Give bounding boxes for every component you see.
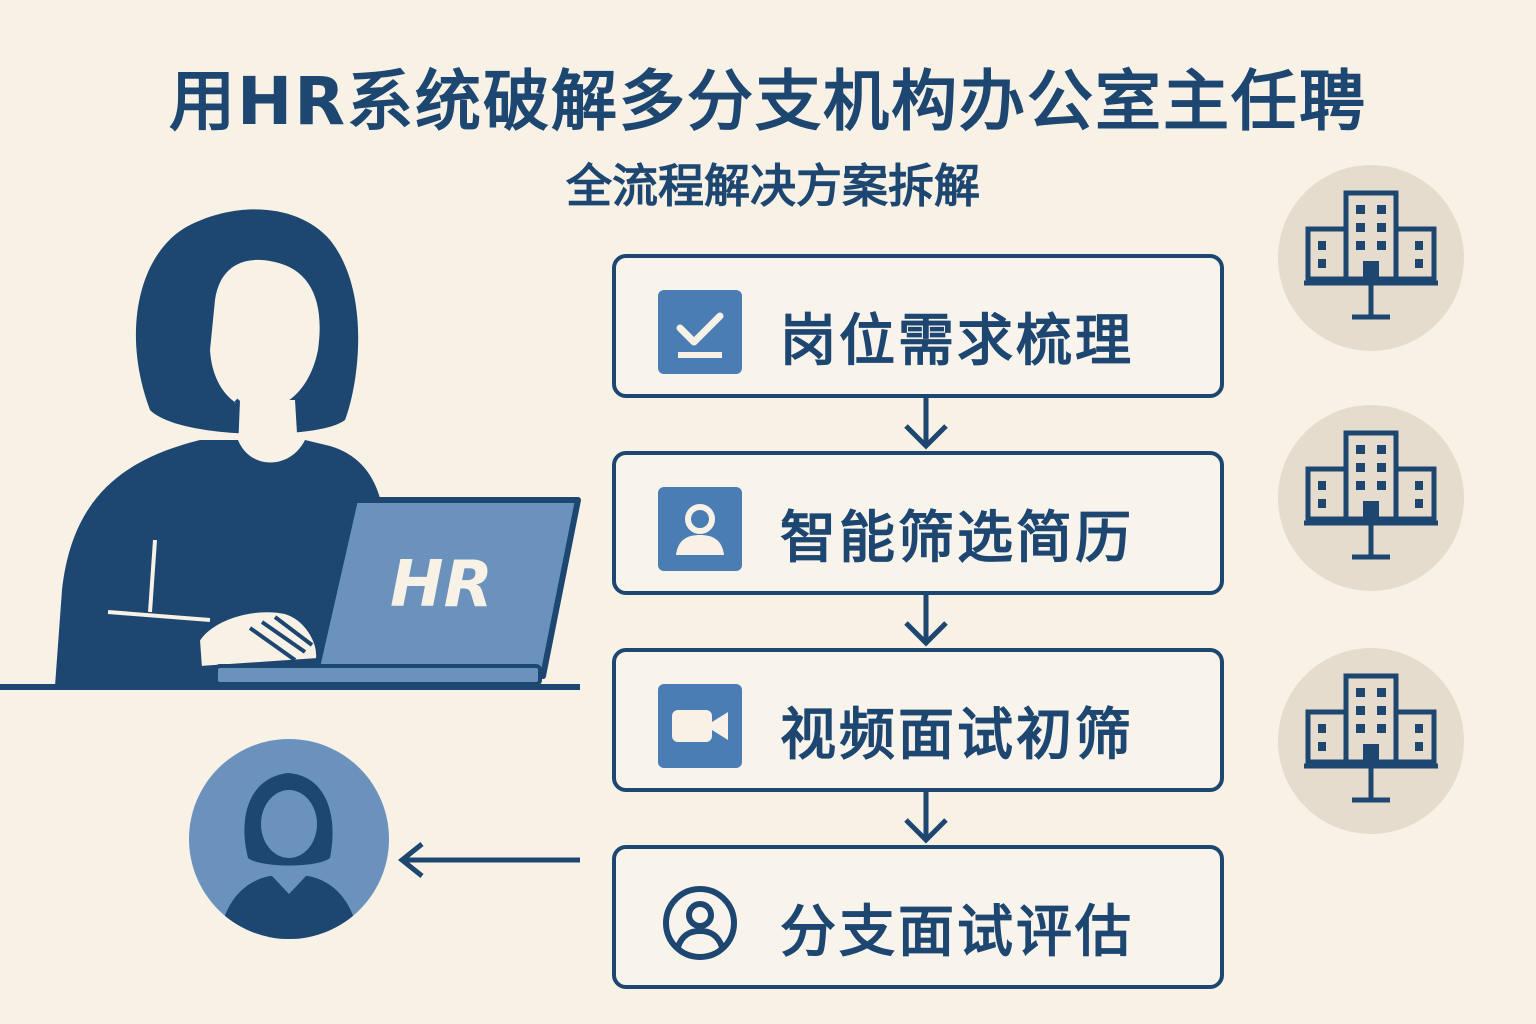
down-arrow-icon (904, 595, 948, 647)
laptop-hr-label: HR (390, 548, 493, 622)
step-label: 岗位需求梳理 (780, 309, 1134, 374)
page-subtitle: 全流程解决方案拆解 (566, 159, 980, 213)
step-card: 分支面试评估 (612, 845, 1224, 989)
candidate-avatar (189, 739, 389, 939)
down-arrow-icon (904, 398, 948, 450)
branch-building-icon (1278, 405, 1464, 591)
step-label: 分支面试评估 (780, 900, 1134, 965)
step-label: 智能筛选简历 (780, 506, 1134, 571)
video-camera-icon (658, 684, 742, 768)
branch-building-icon (1278, 165, 1464, 351)
person-card-icon (658, 487, 742, 571)
down-arrow-icon (904, 792, 948, 844)
left-arrow-icon (397, 842, 580, 878)
step-card: 岗位需求梳理 (612, 254, 1224, 398)
user-circle-icon (658, 881, 742, 965)
hr-worker-illustration (0, 209, 581, 690)
branch-building-icon (1278, 648, 1464, 834)
step-card: 视频面试初筛 (612, 648, 1224, 792)
checkbox-icon (658, 290, 742, 374)
step-label: 视频面试初筛 (780, 703, 1134, 768)
page-title: 用HR系统破解多分支机构办公室主任聘 (168, 63, 1368, 140)
step-card: 智能筛选简历 (612, 451, 1224, 595)
